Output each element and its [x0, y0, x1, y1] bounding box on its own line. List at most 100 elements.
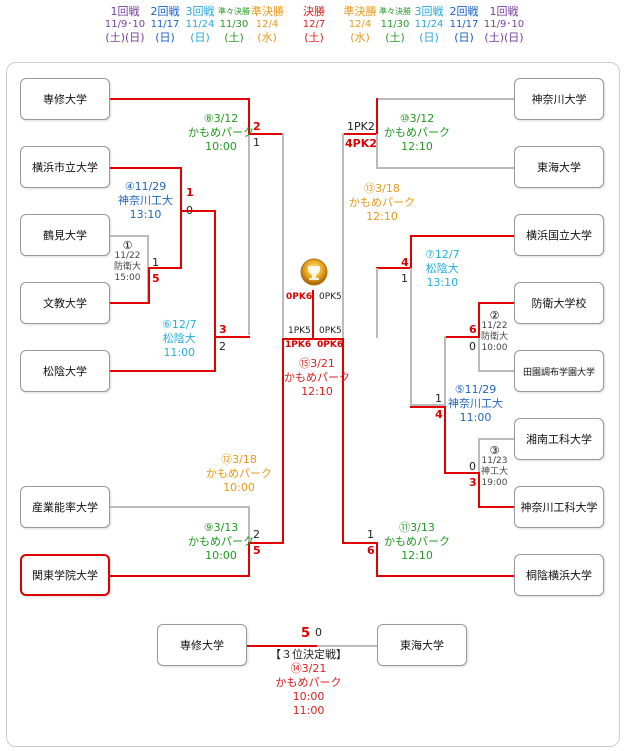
round-date: 12/7 [302, 19, 326, 30]
match-venue: 神奈川工大 [118, 194, 173, 207]
round-date: 12/4 [348, 19, 372, 30]
team-boei[interactable]: 防衛大学校 [514, 282, 604, 324]
score: 2 [253, 120, 261, 133]
team-kanto-gakuin[interactable]: 関東学院大学 [20, 554, 110, 596]
bracket-line [410, 235, 412, 269]
bracket-line [110, 235, 148, 237]
bracket-line [478, 302, 514, 304]
match-1-info: ① 11/22 防衛大 15:00 [114, 240, 141, 284]
bracket-line [478, 472, 480, 508]
match-time: 10:00 [223, 481, 255, 494]
match-time: 11:00 [459, 411, 492, 424]
match-11-info: ⑪3/13 かもめパーク 12:10 [384, 521, 450, 563]
bracket-line [376, 134, 378, 168]
match-date: 11/22 [114, 251, 141, 261]
team-yokohama-shiritsu[interactable]: 横浜市立大学 [20, 146, 110, 188]
bracket-line [444, 472, 480, 474]
team-tokai[interactable]: 東海大学 [514, 146, 604, 188]
match-10-info: ⑩3/12 かもめパーク 12:10 [384, 112, 450, 154]
header-col-sf-right: 準決勝 12/4 (水) [342, 5, 378, 44]
bracket-line [312, 338, 344, 340]
round-day: (日) [419, 31, 439, 44]
bracket-line [248, 542, 250, 577]
team-senshu[interactable]: 専修大学 [20, 78, 110, 120]
match-9-info: ⑨3/13 かもめパーク 10:00 [188, 521, 254, 563]
bracket-line [376, 98, 514, 100]
team-kanagawa-koka[interactable]: 神奈川工科大学 [514, 486, 604, 528]
team-tsurumi[interactable]: 鶴見大学 [20, 214, 110, 256]
round-day: (土)(日) [105, 31, 145, 44]
match-15-final-info: ⑮3/21 かもめパーク 12:10 [284, 357, 350, 399]
team-denen-chofu[interactable]: 田園調布学園大学 [514, 350, 604, 392]
round-label: 決勝 [303, 5, 325, 18]
match-time: 13:10 [129, 208, 162, 221]
round-day: (土) [224, 31, 244, 44]
match-4-info: ④11/29 神奈川工大 13:10 [118, 180, 173, 222]
score: 0 [469, 460, 476, 473]
team-shonan-koka[interactable]: 湘南工科大学 [514, 418, 604, 460]
bracket-line [248, 542, 284, 544]
match-time: 12:10 [366, 210, 398, 223]
match-date: 3/13 [410, 521, 435, 534]
match-no: ⑨ [203, 521, 214, 534]
score: 4PK2 [345, 137, 377, 150]
score: 1PK5 [288, 326, 311, 336]
bracket-line [478, 302, 480, 338]
trophy-icon [300, 258, 328, 286]
match-time: 15:00 [114, 273, 141, 283]
team-shoin[interactable]: 松陰大学 [20, 350, 110, 392]
score: 6 [367, 544, 375, 557]
match-venue: かもめパーク [275, 676, 342, 689]
header-col-r1-left: 1回戦 11/9･10 (土)(日) [103, 5, 147, 44]
team-bunkyo[interactable]: 文教大学 [20, 282, 110, 324]
match-time: 10:00 [205, 140, 237, 153]
bracket-line [110, 302, 150, 304]
header-col-r3-right: 3回戦 11/24 (日) [412, 5, 446, 44]
score: 5 [152, 272, 160, 285]
match-date: 3/12 [409, 112, 435, 125]
round-label: 3回戦 [185, 5, 215, 18]
bracket-line [376, 267, 412, 269]
round-day: (日) [190, 31, 210, 44]
bracket-line [180, 167, 182, 267]
bracket-line [478, 438, 514, 440]
bracket-line [148, 267, 182, 269]
match-time: 12:10 [401, 140, 433, 153]
score: 3 [469, 476, 477, 489]
bracket-line [248, 98, 250, 134]
header-col-r2-left: 2回戦 11/17 (日) [148, 5, 182, 44]
match-5-info: ⑤11/29 神奈川工大 11:00 [448, 383, 503, 425]
score: 1PK6 [285, 340, 312, 350]
round-date: 11/30 [219, 19, 249, 30]
bracket-line [282, 338, 314, 340]
team-yokohama-kokuritsu[interactable]: 横浜国立大学 [514, 214, 604, 256]
match-time: 11:00 [163, 346, 196, 359]
header-col-sf-left: 準決勝 12/4 (水) [251, 5, 284, 44]
bracket-line [444, 336, 446, 406]
bracket-line [478, 338, 480, 372]
match-time: 10:00 [292, 690, 325, 703]
header-col-qf-right: 準々決勝 11/30 (土) [379, 5, 411, 44]
header-col-r1-right: 1回戦 11/9･10 (土)(日) [482, 5, 526, 44]
match-venue: 神奈川工大 [448, 397, 503, 410]
match-no: ③ [489, 444, 500, 457]
bracket-line [148, 267, 150, 304]
bracket-line [342, 338, 344, 544]
match-time: 13:10 [426, 276, 459, 289]
match-time: 12:10 [401, 549, 433, 562]
round-label: 2回戦 [150, 5, 180, 18]
team-sangyo-noritsu[interactable]: 産業能率大学 [20, 486, 110, 528]
team-kanagawa[interactable]: 神奈川大学 [514, 78, 604, 120]
team-toin-yokohama[interactable]: 桐陰横浜大学 [514, 554, 604, 596]
match-date: 3/18 [375, 182, 400, 195]
header-col-r3-left: 3回戦 11/24 (日) [183, 5, 217, 44]
score: 1 [367, 528, 374, 541]
third-team-tokai[interactable]: 東海大学 [377, 624, 467, 666]
bracket-line [214, 336, 250, 338]
bracket-line [312, 290, 314, 340]
match-date: 11/29 [134, 180, 167, 193]
third-team-senshu[interactable]: 専修大学 [157, 624, 247, 666]
score: 6 [469, 323, 477, 336]
match-14-third-place-info: 【３位決定戦】 ⑭3/21 かもめパーク 10:00 11:00 [270, 648, 347, 718]
round-day: (土)(日) [484, 31, 524, 44]
